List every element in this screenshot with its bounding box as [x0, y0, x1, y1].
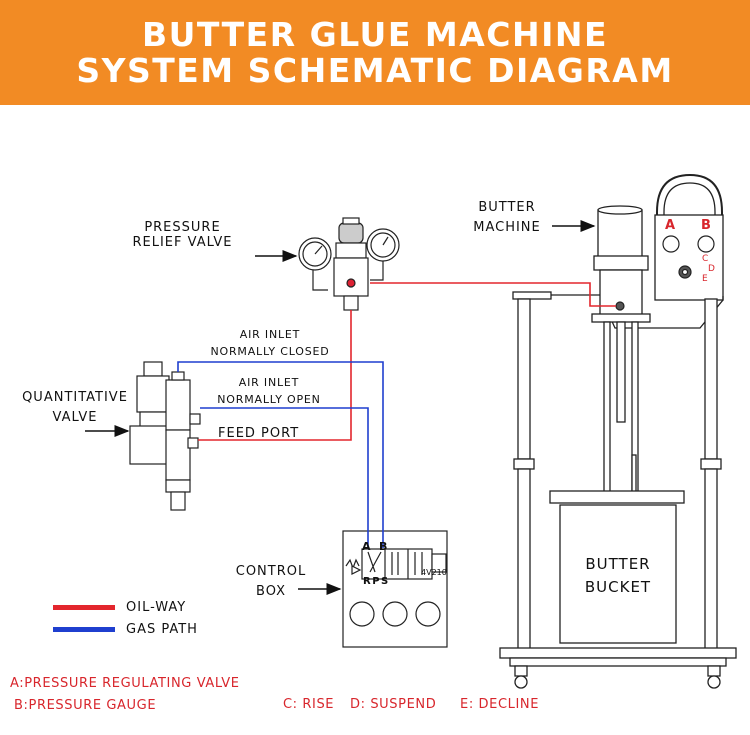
air-inlet-open-label-line1: AIR INLET	[238, 376, 300, 389]
legend-oil-way-label: OIL-WAY	[126, 600, 187, 615]
pressure-relief-valve	[298, 217, 400, 311]
legend-swatches	[53, 605, 115, 632]
panel-letter-a: A	[665, 218, 677, 233]
pressure-relief-valve-label-line1: PRESSURE	[144, 220, 221, 235]
feed-port-label: FEED PORT	[218, 426, 300, 441]
gas-path-lines	[177, 361, 384, 548]
title-line-1: BUTTER GLUE MACHINE	[141, 14, 609, 54]
oil-line-to-feed-port	[198, 310, 352, 441]
oil-way-lines	[198, 282, 616, 441]
note-b: B:PRESSURE GAUGE	[14, 698, 157, 713]
butter-bucket-label: BUTTER BUCKET	[566, 553, 670, 599]
quantitative-valve-label-line2: VALVE	[52, 410, 98, 425]
title-line-2: SYSTEM SCHEMATIC DIAGRAM	[76, 50, 674, 90]
valve-model: 4V210	[421, 568, 447, 577]
gas-line-normally-closed	[177, 361, 384, 548]
title-banner: BUTTER GLUE MACHINE SYSTEM SCHEMATIC DIA…	[0, 0, 750, 105]
note-a: A:PRESSURE REGULATING VALVE	[10, 676, 240, 691]
pointer-arrows	[85, 220, 596, 595]
quantitative-valve-label-line1: QUANTITATIVE	[22, 390, 128, 405]
quantitative-valve-label: QUANTITATIVE VALVE	[12, 388, 138, 428]
quantitative-valve	[129, 361, 201, 511]
air-inlet-closed-label-line1: AIR INLET	[239, 328, 301, 341]
control-box-label: CONTROL BOX	[226, 562, 316, 602]
valve-ports-rps: RPS	[363, 576, 390, 587]
gas-line-normally-open	[200, 407, 369, 548]
pressure-gauge-dial	[697, 235, 715, 253]
butter-machine-label-line1: BUTTER	[478, 200, 536, 215]
panel-letter-e: E	[702, 274, 709, 284]
legend-gas-path-label: GAS PATH	[126, 622, 198, 637]
oil-outlet-fitting	[615, 301, 625, 311]
panel-letter-b: B	[701, 218, 712, 233]
butter-bucket-label-line1: BUTTER	[585, 555, 651, 573]
butter-machine-label: BUTTER MACHINE	[462, 198, 552, 238]
legend-swatch-oil-way	[53, 605, 115, 610]
note-c: C: RISE	[283, 697, 335, 712]
panel-controls	[615, 235, 715, 311]
air-inlet-open-label: AIR INLET NORMALLY OPEN	[210, 374, 328, 408]
pressure-regulating-valve-knob	[662, 235, 680, 253]
air-inlet-open-label-line2: NORMALLY OPEN	[217, 393, 321, 406]
valve-port-b: B	[379, 540, 389, 553]
panel-letter-c: C	[702, 254, 710, 264]
pressure-relief-valve-label-line2: RELIEF VALVE	[132, 235, 233, 250]
oil-line-to-butter-machine	[370, 282, 616, 307]
legend-swatch-gas-path	[53, 627, 115, 632]
valve-port-a: A	[362, 540, 372, 553]
control-box-label-line2: BOX	[256, 584, 286, 599]
butter-machine	[499, 173, 737, 689]
control-box-label-line1: CONTROL	[235, 564, 307, 579]
air-inlet-closed-label-line2: NORMALLY CLOSED	[210, 345, 330, 358]
butter-bucket-label-line2: BUCKET	[584, 578, 652, 596]
panel-letter-d: D	[708, 264, 716, 274]
control-box	[342, 530, 448, 648]
note-d: D: SUSPEND	[350, 697, 437, 712]
air-inlet-closed-label: AIR INLET NORMALLY CLOSED	[200, 326, 340, 360]
butter-machine-label-line2: MACHINE	[473, 220, 541, 235]
pressure-relief-valve-label: PRESSURE RELIEF VALVE	[120, 220, 245, 250]
note-e: E: DECLINE	[460, 697, 540, 712]
